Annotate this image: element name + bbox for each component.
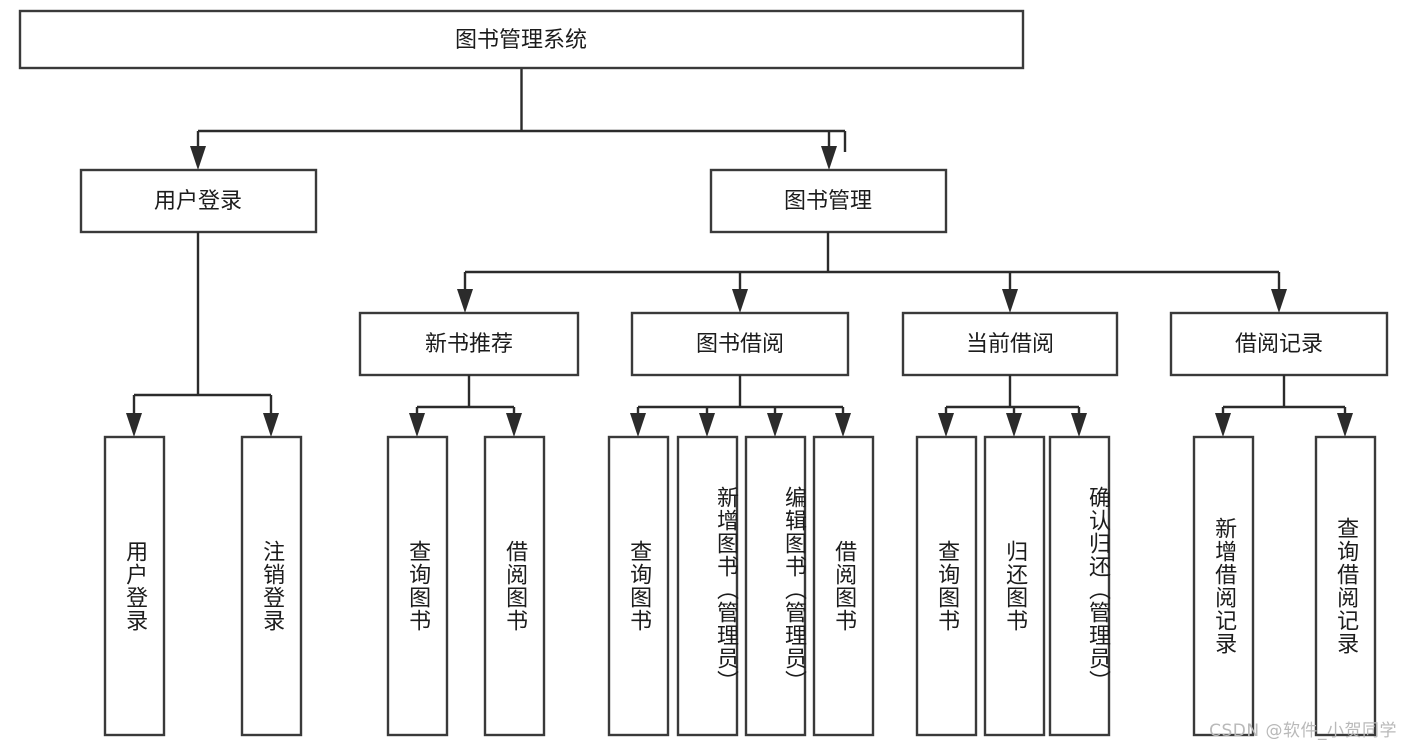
leaf-boxes xyxy=(103,435,1377,737)
node-root-label: 图书管理系统 xyxy=(455,28,587,53)
leaf-box xyxy=(744,435,807,737)
leaf-box xyxy=(103,435,166,737)
connector-currentborrow-to-leaves xyxy=(938,375,1087,437)
leaf-box xyxy=(1048,435,1111,737)
connector-root-to-level2 xyxy=(190,68,847,170)
leaf-box xyxy=(676,435,739,737)
connector-bookborrow-to-leaves xyxy=(630,375,851,437)
leaf-box xyxy=(812,435,875,737)
connector-bookmgmt-to-level3 xyxy=(457,232,1287,313)
leaf-box xyxy=(607,435,670,737)
leaf-box xyxy=(386,435,449,737)
leaf-box xyxy=(915,435,978,737)
node-new-book-recommend-label: 新书推荐 xyxy=(425,332,513,357)
node-user-login-label: 用户登录 xyxy=(154,189,242,214)
connector-newbook-to-leaves xyxy=(409,375,522,437)
node-current-borrow-label: 当前借阅 xyxy=(966,332,1054,357)
node-book-borrow-label: 图书借阅 xyxy=(696,332,784,357)
leaf-box xyxy=(483,435,546,737)
node-user-login[interactable] xyxy=(79,168,318,234)
node-borrow-record-label: 借阅记录 xyxy=(1235,332,1323,357)
node-current-borrow[interactable] xyxy=(901,311,1119,377)
leaf-box xyxy=(240,435,303,737)
connector-userlogin-to-leaves xyxy=(126,232,279,437)
leaf-box xyxy=(1192,435,1255,737)
leaf-box xyxy=(1314,435,1377,737)
connector-borrowrecord-to-leaves xyxy=(1215,375,1353,437)
watermark-text: CSDN @软件_小贺同学 xyxy=(1209,721,1397,741)
node-book-borrow[interactable] xyxy=(630,311,850,377)
node-book-management-label: 图书管理 xyxy=(784,189,872,214)
node-root[interactable] xyxy=(18,9,1025,70)
leaf-box xyxy=(983,435,1046,737)
node-borrow-record[interactable] xyxy=(1169,311,1389,377)
